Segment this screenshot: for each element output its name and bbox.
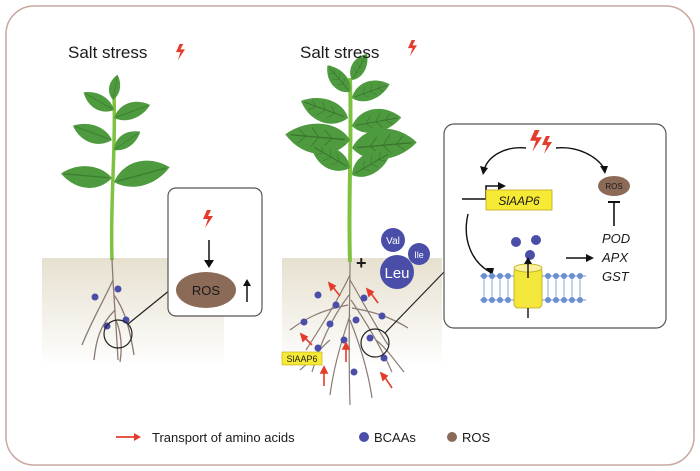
left-stem xyxy=(109,95,117,261)
ile-label: Ile xyxy=(414,250,424,260)
gene-tag-label: SlAAP6 xyxy=(286,354,317,364)
left-zoom-circle xyxy=(103,319,133,349)
inset-ros-label: ROS xyxy=(605,182,622,191)
legend-bcaas: BCAAs xyxy=(374,430,416,445)
val-molecule xyxy=(381,228,405,252)
plus-sign: + xyxy=(356,253,367,273)
bcaa-dot xyxy=(91,293,99,301)
gene-tag-box xyxy=(281,351,323,366)
right-zoom-line xyxy=(384,271,445,334)
inset-ros-ellipse xyxy=(598,176,630,196)
ile-molecule xyxy=(408,243,430,265)
val-label: Val xyxy=(386,236,400,247)
ros-ellipse xyxy=(176,272,236,308)
left-inset: ROS xyxy=(167,187,263,317)
right-inset: ROS SlAAP6 xyxy=(443,123,667,329)
left-zoom-line xyxy=(127,289,171,325)
enzyme-gst: GST xyxy=(602,269,630,284)
leu-label: Leu xyxy=(384,265,409,282)
legend-bcaa-dot xyxy=(359,432,369,442)
inset-gene-label: SlAAP6 xyxy=(498,194,540,208)
soil-right xyxy=(282,258,442,368)
left-title: Salt stress xyxy=(68,43,147,62)
inset-gene-box xyxy=(485,189,553,211)
legend-ros-dot xyxy=(447,432,457,442)
enzyme-pod: POD xyxy=(602,231,630,246)
leu-molecule xyxy=(380,255,414,289)
right-stem xyxy=(347,77,353,263)
left-plant xyxy=(59,73,174,363)
right-zoom-circle xyxy=(360,328,390,358)
ros-label: ROS xyxy=(192,283,221,298)
membrane-heads xyxy=(481,273,583,303)
legend: Transport of amino acids BCAAs ROS xyxy=(116,430,491,445)
enzyme-apx: APX xyxy=(601,250,629,265)
right-title: Salt stress xyxy=(300,43,379,62)
legend-transport: Transport of amino acids xyxy=(152,430,295,445)
bcaa-dot xyxy=(114,285,122,293)
legend-ros: ROS xyxy=(462,430,491,445)
bcaa-cluster: + Val Ile Leu xyxy=(356,228,430,289)
